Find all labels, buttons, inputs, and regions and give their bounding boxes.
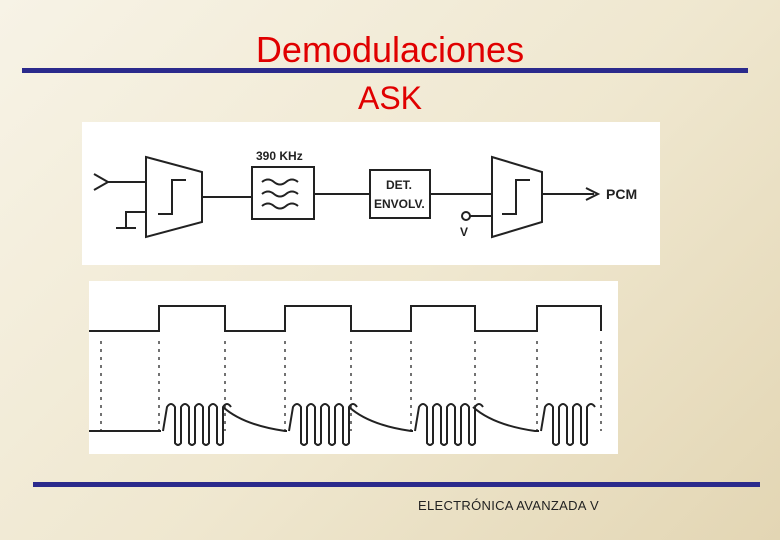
waveform-panel	[89, 281, 618, 454]
bandpass-filter	[251, 166, 315, 220]
ground-symbol	[116, 211, 146, 229]
detector-label-line1: DET.	[386, 178, 412, 192]
pcm-square-wave	[89, 305, 602, 332]
detector-label-line2: ENVOLV.	[374, 197, 425, 211]
footer-course-name: ELECTRÓNICA AVANZADA V	[418, 498, 599, 513]
comparator-amplifier	[491, 155, 543, 239]
footer-divider	[33, 482, 760, 487]
reference-terminal	[461, 211, 471, 221]
output-label: PCM	[606, 186, 637, 202]
slide-subtitle: ASK	[357, 80, 423, 116]
block-diagram: 390 KHz DET. ENVOLV. V PCM	[82, 122, 660, 265]
filter-frequency-label: 390 KHz	[256, 149, 303, 163]
title-divider	[22, 68, 748, 73]
ask-modulated-signal	[89, 403, 596, 446]
reference-label: V	[460, 225, 468, 239]
output-arrow	[585, 187, 601, 201]
limiter-amplifier-1	[145, 155, 203, 239]
slide-title: Demodulaciones	[255, 29, 525, 70]
input-arrow	[93, 173, 111, 191]
